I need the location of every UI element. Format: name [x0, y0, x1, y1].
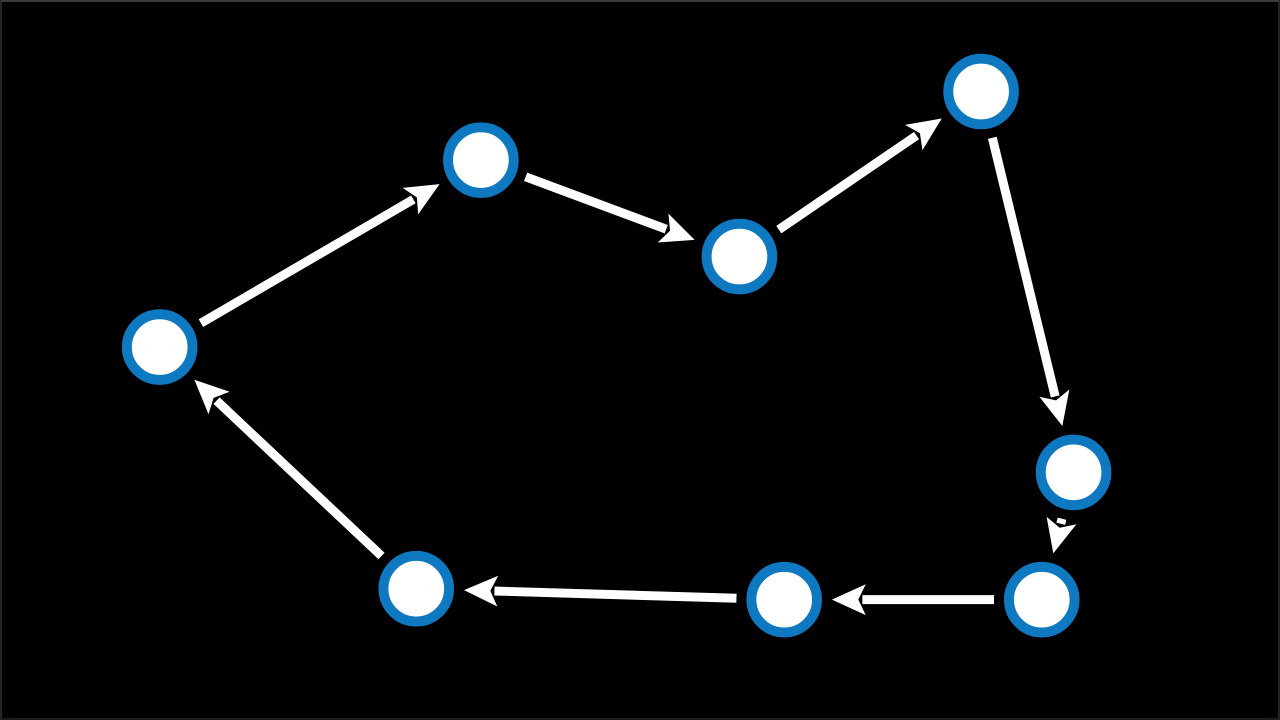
edge-arrowhead [1046, 516, 1077, 554]
edge-arrow-shaft [987, 136, 1060, 398]
edge-arrowhead [402, 184, 440, 215]
edge-arrowhead [463, 575, 499, 607]
edge-arrowhead [905, 118, 942, 151]
edge-arrowhead [831, 584, 866, 616]
edge-arrowhead [194, 379, 230, 415]
edge-arrow-shaft [213, 397, 385, 560]
graph-node [1035, 434, 1112, 511]
graph-node [443, 122, 519, 198]
edge-arrow-shaft [1056, 517, 1067, 525]
graph-node [701, 218, 778, 295]
edge-arrow-shaft [776, 131, 920, 234]
graph-node [378, 550, 455, 627]
edge-arrowhead [657, 213, 695, 243]
edge-arrowhead [1039, 389, 1070, 427]
graph-node [1003, 561, 1080, 638]
edge-arrow-shaft [198, 195, 416, 327]
graph-node [746, 561, 822, 638]
graph-node [943, 53, 1019, 130]
edge-arrow-shaft [494, 586, 737, 603]
graph-node [121, 309, 198, 385]
edge-arrow-shaft [524, 172, 668, 234]
